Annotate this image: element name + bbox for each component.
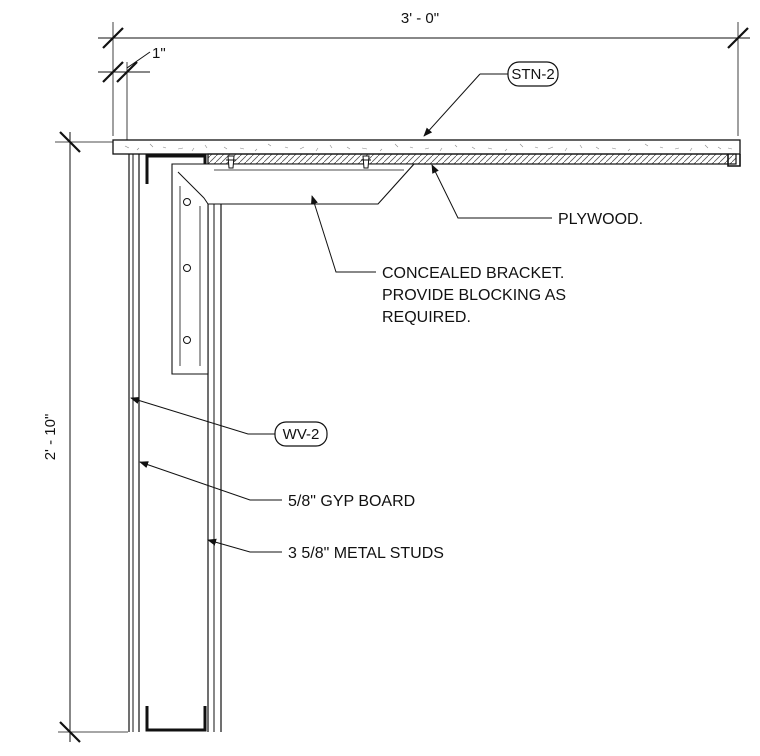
height-dimension: 2' - 10" [42,131,128,743]
metal-studs-callout: 3 5/8" METAL STUDS [207,538,444,562]
concealed-bracket [171,155,416,375]
gyp-board-callout: 5/8" GYP BOARD [139,461,415,510]
width-dimension: 3' - 0" [98,10,750,136]
height-dimension-label: 2' - 10" [42,414,59,461]
plywood-callout: PLYWOOD. [431,164,643,228]
bracket-screws [226,155,371,169]
stn-2-callout: STN-2 [423,61,559,137]
plywood-label: PLYWOOD. [558,211,643,228]
bracket-note-line-2: PROVIDE BLOCKING AS [382,287,566,304]
offset-dimension: 1" [98,45,166,140]
screw-hole [183,336,191,344]
plywood-substrate [207,153,741,167]
wv-2-callout: WV-2 [130,396,328,447]
bracket-note-line-3: REQUIRED. [382,309,471,326]
metal-studs-label: 3 5/8" METAL STUDS [288,545,444,562]
wv-2-tag: WV-2 [283,426,320,443]
wall-assembly [128,154,222,732]
bracket-callout: CONCEALED BRACKET. PROVIDE BLOCKING AS R… [311,195,566,326]
metal-stud-bottom [145,706,207,732]
screw-hole [183,198,191,206]
width-dimension-label: 3' - 0" [401,10,439,27]
stn-2-tag: STN-2 [511,66,554,83]
screw-hole [183,264,191,272]
gyp-board-label: 5/8" GYP BOARD [288,493,415,510]
offset-dimension-label: 1" [152,45,166,62]
stone-countertop [112,139,741,155]
bracket-note-line-1: CONCEALED BRACKET. [382,265,564,282]
